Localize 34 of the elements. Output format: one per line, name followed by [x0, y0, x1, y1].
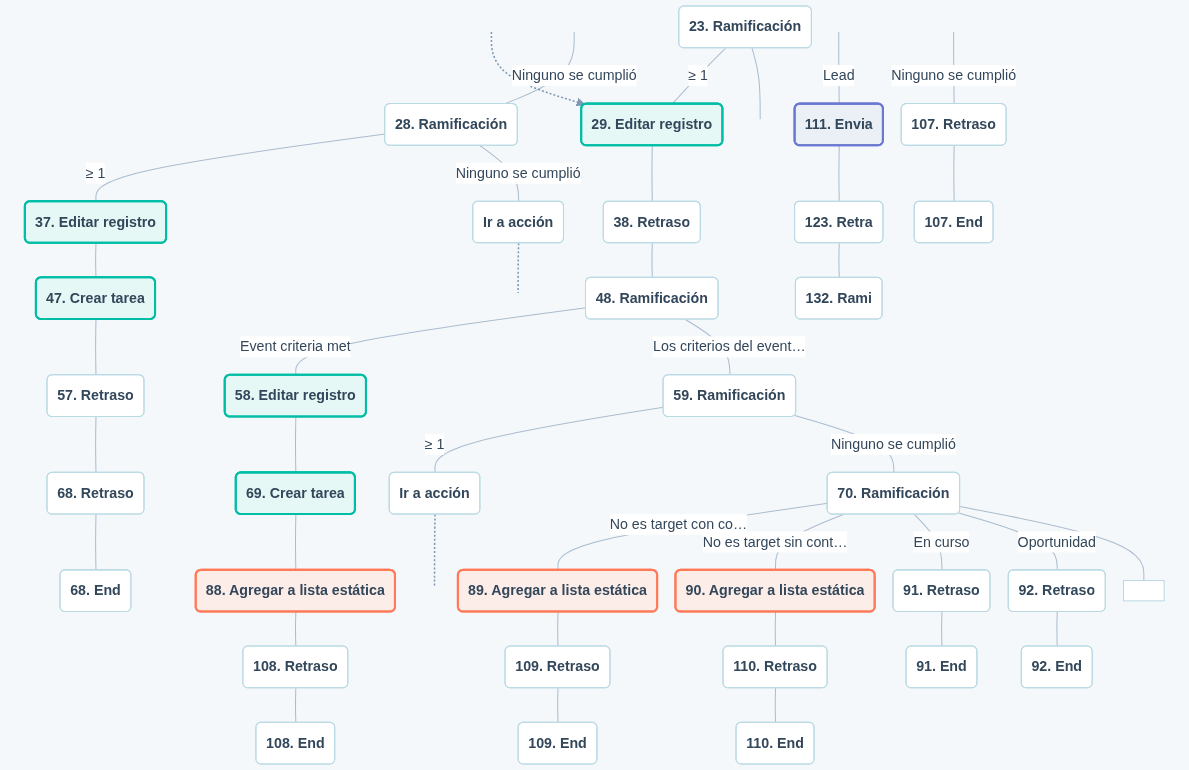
edge-label: ≥ 1 [85, 164, 106, 181]
connector [295, 687, 297, 724]
edge-label: Ninguno se cumplió [891, 67, 1017, 84]
connector [751, 47, 761, 120]
connector [941, 611, 943, 648]
connector [557, 687, 559, 724]
edge-label: Event criteria met [240, 338, 351, 355]
edge-label: ≥ 1 [688, 67, 708, 84]
connector [95, 514, 97, 571]
edge-label: Ninguno se cumplió [455, 164, 581, 181]
edge-label: En curso [913, 533, 970, 550]
connector [433, 513, 436, 587]
edge-label: Ninguno se cumplió [511, 67, 637, 84]
connector [953, 145, 955, 203]
edge-label: Ninguno se cumplió [830, 435, 956, 453]
connector [295, 611, 297, 648]
connector [557, 611, 559, 648]
connector [774, 687, 777, 724]
connector [838, 242, 840, 279]
edge-label: Lead [822, 67, 855, 84]
edge-label: No es target con co… [609, 516, 748, 533]
edge-label: Los criterios del event… [653, 338, 806, 355]
node-box [1123, 580, 1165, 602]
edge-label: Oportunidad [1017, 533, 1096, 550]
connector [95, 318, 97, 376]
edge-label: No es target sin cont… [702, 533, 848, 550]
connector [95, 416, 97, 474]
connector [651, 242, 653, 279]
connector [838, 145, 840, 203]
connector [517, 242, 520, 294]
connector [1056, 611, 1058, 648]
connector [651, 145, 653, 203]
connector [774, 611, 777, 648]
edge-label: ≥ 1 [424, 435, 445, 453]
